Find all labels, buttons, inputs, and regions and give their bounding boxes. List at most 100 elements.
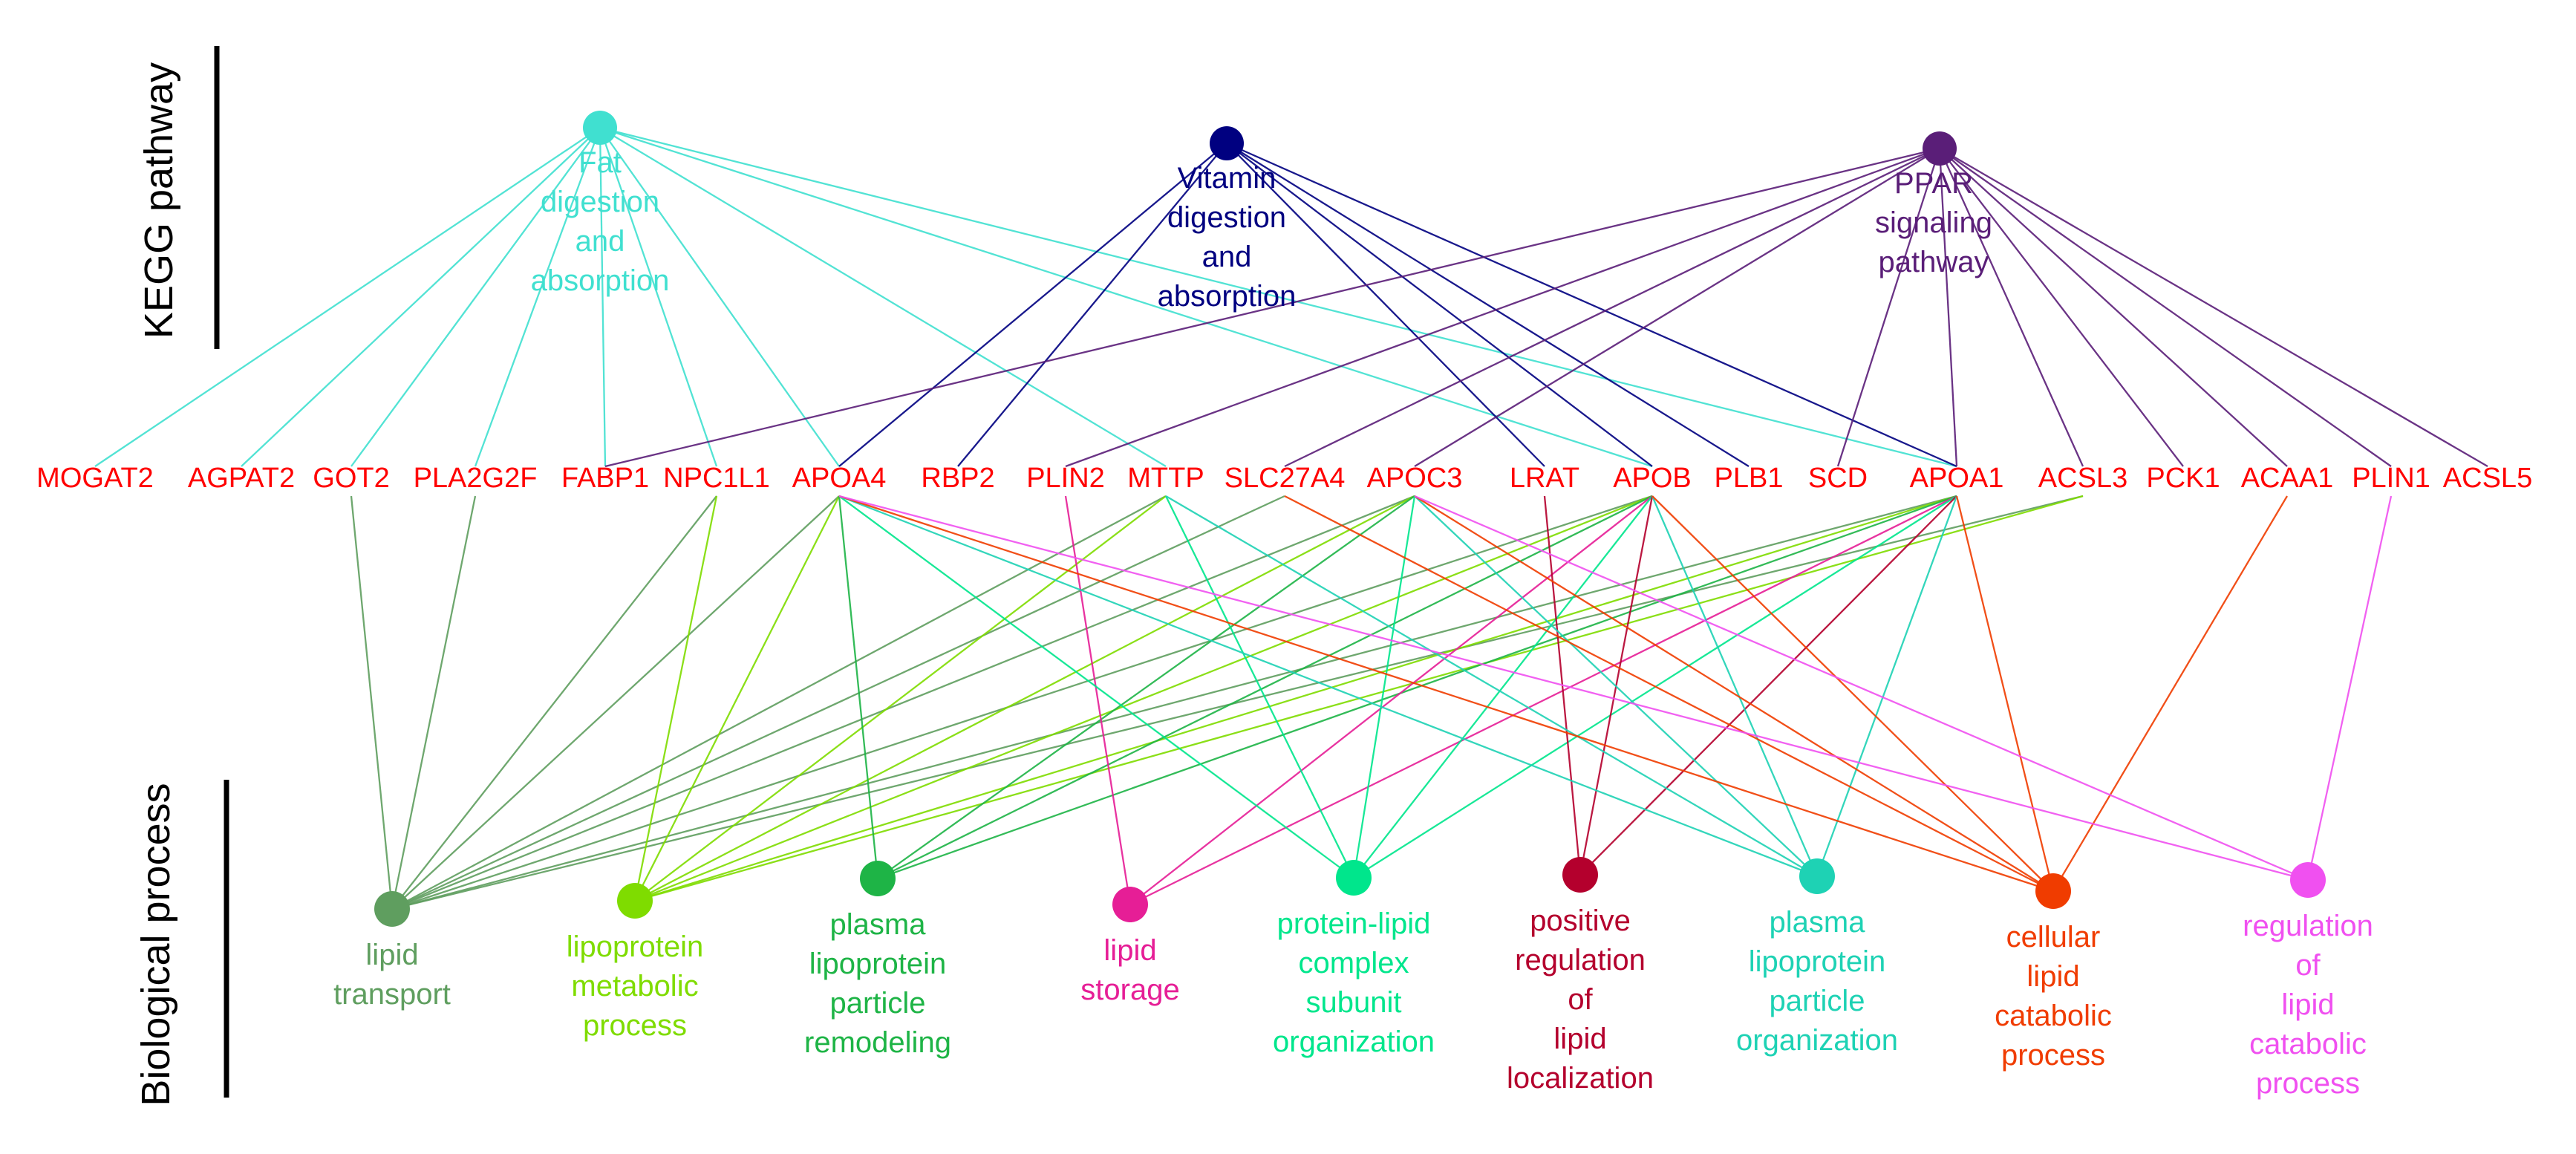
gene-label-lrat: LRAT — [1510, 463, 1579, 494]
process-node-prll[interactable] — [1562, 857, 1598, 893]
process-edge-plpo-apob — [1651, 495, 1819, 877]
kegg-edge-ppar-acsl3 — [1938, 148, 2084, 467]
kegg-node-ppar[interactable] — [1923, 131, 1957, 166]
process-edge-lmp-apoc3 — [634, 495, 1415, 902]
gene-label-apoc3: APOC3 — [1367, 463, 1463, 494]
process-label-lt-line: lipid — [365, 939, 418, 971]
process-edge-ls-apob — [1129, 495, 1653, 905]
kegg-edge-vitamin-rbp2 — [957, 143, 1227, 467]
biological-process-label: Biological process — [134, 783, 178, 1106]
gene-label-mttp: MTTP — [1127, 463, 1204, 494]
process-label-clcp-line: lipid — [2026, 960, 2079, 993]
process-node-lmp[interactable] — [617, 883, 653, 919]
process-label-plcso-line: subunit — [1306, 986, 1402, 1019]
kegg-node-vitamin[interactable] — [1210, 126, 1244, 160]
process-label-lmp-line: lipoprotein — [567, 930, 704, 963]
process-label-clcp-line: process — [2001, 1039, 2105, 1072]
process-edge-rlcp-apoc3 — [1414, 495, 2309, 881]
kegg-edge-fat-mogat2 — [94, 127, 601, 467]
process-label-plpo-line: organization — [1736, 1024, 1898, 1057]
kegg-edge-fat-npc1l1 — [599, 127, 718, 467]
process-label-rlcp-line: lipid — [2281, 988, 2334, 1021]
gene-label-pla2g2f: PLA2G2F — [414, 463, 538, 494]
process-label-clcp-line: cellular — [2006, 921, 2101, 953]
term-node-layer: FatdigestionandabsorptionVitamindigestio… — [333, 111, 2373, 1100]
edge-layer — [94, 126, 2488, 910]
gene-label-mogat2: MOGAT2 — [36, 463, 154, 494]
process-label-rlcp-line: catabolic — [2249, 1028, 2367, 1060]
process-label-plpr-line: lipoprotein — [809, 948, 947, 980]
process-label-plpr-line: remodeling — [804, 1026, 951, 1059]
process-edge-rlcp-apoa4 — [838, 495, 2309, 881]
gene-label-slc27a4: SLC27A4 — [1225, 463, 1346, 494]
process-edge-plcso-apoc3 — [1352, 495, 1416, 878]
kegg-edge-fat-apob — [599, 126, 1653, 468]
kegg-edge-fat-fabp1 — [599, 127, 607, 467]
process-edge-clcp-apoa1 — [1955, 495, 2055, 892]
process-edge-lt-npc1l1 — [391, 495, 717, 910]
process-edge-lt-apoc3 — [391, 495, 1415, 910]
process-edge-ls-apoa1 — [1129, 495, 1957, 906]
process-edge-plcso-mttp — [1164, 495, 1355, 878]
process-label-lt-line: transport — [333, 978, 451, 1011]
process-node-rlcp[interactable] — [2290, 862, 2326, 898]
kegg-edge-fat-agpat2 — [241, 127, 601, 467]
kegg-edge-ppar-pck1 — [1939, 148, 2184, 467]
process-edge-plpr-apoc3 — [877, 495, 1415, 879]
process-label-lmp-line: process — [583, 1009, 687, 1042]
process-edge-lt-pla2g2f — [391, 495, 477, 910]
process-edge-lmp-apoa4 — [633, 495, 841, 902]
process-edge-plpo-apoc3 — [1414, 495, 1818, 877]
process-label-plcso-line: organization — [1273, 1026, 1435, 1058]
process-node-plcso[interactable] — [1336, 860, 1372, 896]
kegg-edge-fat-mttp — [599, 127, 1167, 467]
kegg-label-vitamin-line: digestion — [1167, 201, 1286, 234]
kegg-label-fat-line: digestion — [541, 186, 659, 218]
gene-label-acaa1: ACAA1 — [2241, 463, 2334, 494]
gene-label-plin2: PLIN2 — [1026, 463, 1105, 494]
process-edge-lmp-mttp — [634, 495, 1167, 902]
process-label-plpo-line: lipoprotein — [1749, 945, 1886, 978]
process-node-lt[interactable] — [374, 891, 410, 927]
kegg-edge-ppar-slc27a4 — [1284, 147, 1940, 468]
gene-label-apoa1: APOA1 — [1910, 463, 2004, 494]
process-node-ls[interactable] — [1112, 887, 1148, 922]
process-label-plpr-line: particle — [830, 987, 926, 1020]
process-edge-lt-mttp — [391, 495, 1167, 910]
kegg-node-fat[interactable] — [583, 111, 617, 145]
process-edge-clcp-apob — [1651, 495, 2054, 892]
kegg-label-vitamin-line: absorption — [1158, 280, 1297, 313]
kegg-edge-ppar-acaa1 — [1939, 148, 2288, 467]
process-edge-lmp-npc1l1 — [633, 495, 718, 902]
process-label-clcp-line: catabolic — [1995, 1000, 2112, 1032]
kegg-edge-ppar-apoa1 — [1938, 148, 1958, 467]
gene-label-apob: APOB — [1613, 463, 1692, 494]
process-node-clcp[interactable] — [2035, 873, 2071, 909]
process-node-plpo[interactable] — [1799, 858, 1835, 894]
gene-label-agpat2: AGPAT2 — [188, 463, 295, 494]
process-edge-lt-acsl3 — [391, 495, 2084, 910]
process-label-prll-line: regulation — [1515, 944, 1646, 977]
gene-label-got2: GOT2 — [313, 463, 389, 494]
kegg-label-vitamin-line: and — [1202, 241, 1252, 273]
gene-label-acsl3: ACSL3 — [2038, 463, 2127, 494]
kegg-edge-vitamin-apoa1 — [1226, 142, 1957, 468]
process-edge-prll-apoa1 — [1579, 495, 1957, 876]
process-edge-lt-got2 — [350, 495, 394, 910]
gene-label-pck1: PCK1 — [2146, 463, 2220, 494]
side-labels: KEGG pathway Biological process — [134, 46, 229, 1106]
process-node-plpr[interactable] — [860, 861, 896, 896]
process-label-prll-line: localization — [1507, 1062, 1654, 1095]
gene-label-apoa4: APOA4 — [792, 463, 887, 494]
process-edge-plpr-apoa1 — [877, 495, 1957, 880]
gene-label-plin1: PLIN1 — [2352, 463, 2430, 494]
kegg-edge-ppar-apoc3 — [1414, 148, 1940, 467]
kegg-edge-fat-pla2g2f — [474, 127, 601, 467]
gene-label-acsl5: ACSL5 — [2443, 463, 2532, 494]
process-label-rlcp-line: regulation — [2243, 910, 2373, 942]
process-label-prll-line: of — [1568, 983, 1593, 1016]
kegg-edge-vitamin-apob — [1226, 143, 1653, 467]
process-edge-plpr-apob — [877, 495, 1653, 880]
process-label-plpr-line: plasma — [830, 908, 927, 941]
process-label-rlcp-line: process — [2256, 1067, 2360, 1100]
